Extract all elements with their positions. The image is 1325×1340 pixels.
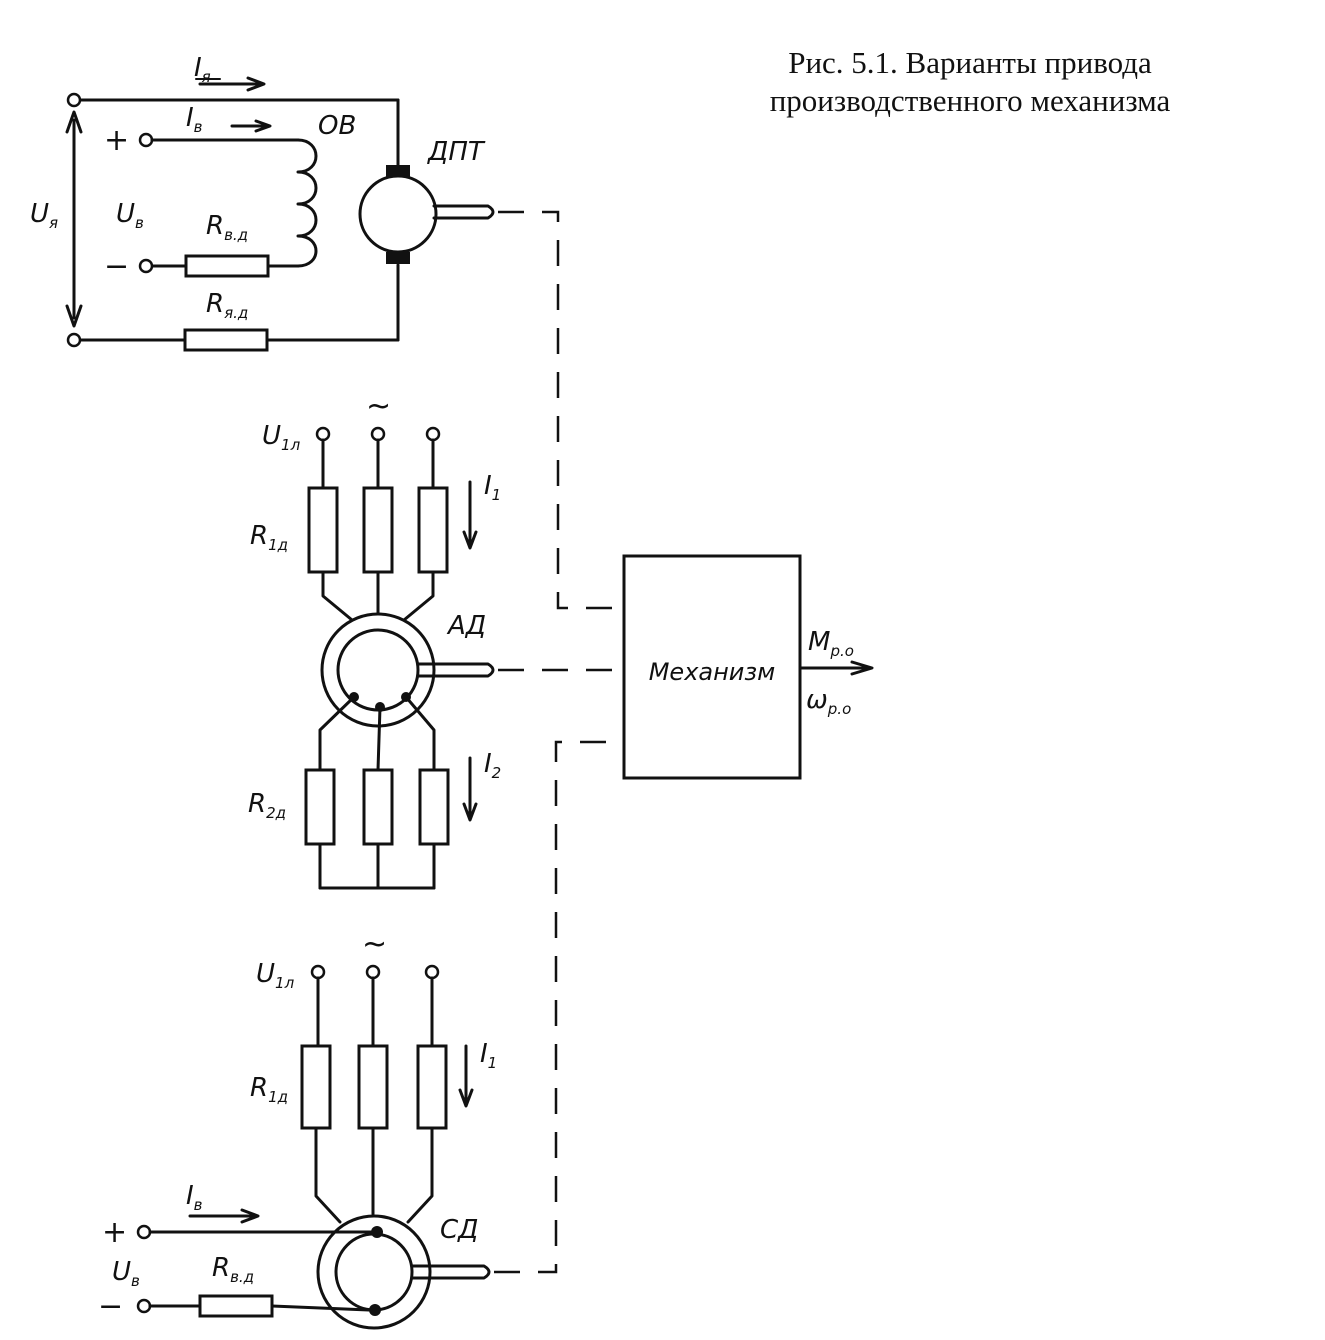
sd-stator-current-label: I1 <box>480 1039 497 1072</box>
sd-stator-wire-c <box>406 1126 434 1224</box>
caption-line-1: Рис. 5.1. Варианты привода <box>788 45 1152 80</box>
ad-rotor-current-label: I2 <box>484 749 501 782</box>
ad-stator-resistor-b <box>362 486 394 574</box>
armature-current-arrowhead <box>246 76 266 92</box>
sd-field-current-arrowhead <box>240 1208 260 1224</box>
sd-field-current-label: Iв <box>186 1181 203 1214</box>
ad-rotor-wire-a <box>318 695 356 772</box>
ad-line-voltage-label: U1л <box>262 421 301 454</box>
armature-current-label: Iя <box>194 53 211 86</box>
field-current-label: Iв <box>186 103 203 136</box>
armature-terminal-bottom <box>66 332 82 348</box>
field-resistor <box>184 254 270 278</box>
ad-terminal-b <box>370 426 386 442</box>
dc-motor-label: ДПТ <box>427 137 486 167</box>
sd-stator-resistor-a <box>300 1044 332 1130</box>
sd-field-bottom-wire-right <box>270 1304 371 1312</box>
ad-rotor-current-arrowhead <box>462 802 478 822</box>
mechanism-label: Механизм <box>649 658 776 686</box>
field-terminal-minus <box>138 258 154 274</box>
sd-terminal-b <box>365 964 381 980</box>
sd-field-resistor <box>198 1294 274 1318</box>
sd-stator-current-arrowhead <box>458 1088 474 1108</box>
sd-field-terminal-plus <box>136 1224 152 1240</box>
armature-resistor <box>183 328 269 352</box>
ad-stator-resistor-a <box>307 486 339 574</box>
field-resistor-label: Rв.д <box>206 211 248 244</box>
ad-stator-resistor-c <box>417 486 449 574</box>
dc-motor-coupling <box>498 210 624 610</box>
ad-ac-symbol: ~ <box>366 389 391 424</box>
armature-voltage-arrowhead-up <box>65 110 83 134</box>
sd-terminal-a <box>310 964 326 980</box>
ad-stator-wire-c <box>402 570 435 622</box>
field-voltage-label: Uв <box>116 199 144 232</box>
dc-motor-brush-bottom <box>386 252 410 264</box>
sync-motor-circuit: U1л ~ I1 R1д Iв + − Uв Rв.д СД <box>98 927 497 1330</box>
sd-stator-resistor-label: R1д <box>250 1073 288 1106</box>
armature-voltage-arrowhead-down <box>65 304 83 328</box>
ad-rotor-resistor-a <box>304 768 336 846</box>
sd-field-terminal-minus <box>136 1298 152 1314</box>
sd-field-voltage-label: Uв <box>112 1257 140 1290</box>
dc-motor-brush-top <box>386 165 410 177</box>
sd-shaft <box>410 1264 491 1280</box>
ad-rotor-wire-b <box>376 705 382 772</box>
ad-rotor-resistor-c <box>418 768 450 846</box>
ad-stator-current-arrowhead <box>462 530 478 550</box>
ad-rotor-resistor-label: R2д <box>248 789 286 822</box>
sd-stator-circle <box>316 1214 432 1330</box>
sd-line-voltage-label: U1л <box>256 959 295 992</box>
ad-rotor-resistor-b <box>362 768 394 846</box>
armature-voltage-label: Uя <box>30 199 58 232</box>
dc-motor-circuit: Iя + − Iв ОВ ДПТ Uя Uв Rв.д Rя.д <box>30 53 495 352</box>
sd-ac-symbol: ~ <box>362 927 387 962</box>
mechanism-box <box>622 554 802 780</box>
mechanism-speed-label: ωр.о <box>806 685 851 718</box>
sd-stator-resistor-c <box>416 1044 448 1130</box>
sd-field-resistor-label: Rв.д <box>212 1253 254 1286</box>
field-minus-sign: − <box>104 249 129 284</box>
figure-caption: Рис. 5.1. Варианты привода производствен… <box>700 44 1240 120</box>
sd-stator-wire-a <box>314 1126 342 1224</box>
dc-motor-shaft <box>432 204 495 220</box>
ad-terminal-a <box>315 426 331 442</box>
ad-stator-wire-a <box>321 570 354 622</box>
armature-terminal-top <box>66 92 82 108</box>
sd-rotor-circle <box>334 1232 414 1312</box>
sd-slip-ring-top <box>371 1226 383 1238</box>
mechanism-block: Механизм Mр.о ωр.о <box>494 210 874 1274</box>
sd-field-minus-sign: − <box>98 1289 123 1324</box>
ad-rotor-wire-c <box>404 695 436 772</box>
field-winding-coil <box>296 138 318 268</box>
sd-motor-label: СД <box>440 1215 478 1245</box>
mechanism-output-arrowhead <box>850 660 874 676</box>
field-plus-sign: + <box>104 123 129 158</box>
armature-resistor-label: Rя.д <box>206 289 248 322</box>
ad-stator-current-label: I1 <box>484 471 501 504</box>
async-motor-circuit: U1л ~ I1 R1д АД I2 R2д <box>248 389 501 890</box>
sd-field-plus-sign: + <box>102 1215 127 1250</box>
ad-shaft <box>416 662 495 678</box>
field-terminal-plus <box>138 132 154 148</box>
sd-terminal-c <box>424 964 440 980</box>
ad-motor-label: АД <box>446 611 486 641</box>
sd-slip-ring-bottom <box>369 1304 381 1316</box>
mechanism-torque-label: Mр.о <box>808 627 854 660</box>
caption-line-2: производственного механизма <box>769 83 1171 118</box>
sd-stator-resistor-b <box>357 1044 389 1130</box>
field-winding-label: ОВ <box>318 111 356 141</box>
ad-terminal-c <box>425 426 441 442</box>
dc-motor-armature-circle <box>358 174 438 254</box>
ad-stator-resistor-label: R1д <box>250 521 288 554</box>
sd-coupling <box>494 740 624 1274</box>
field-current-arrowhead <box>254 119 272 133</box>
